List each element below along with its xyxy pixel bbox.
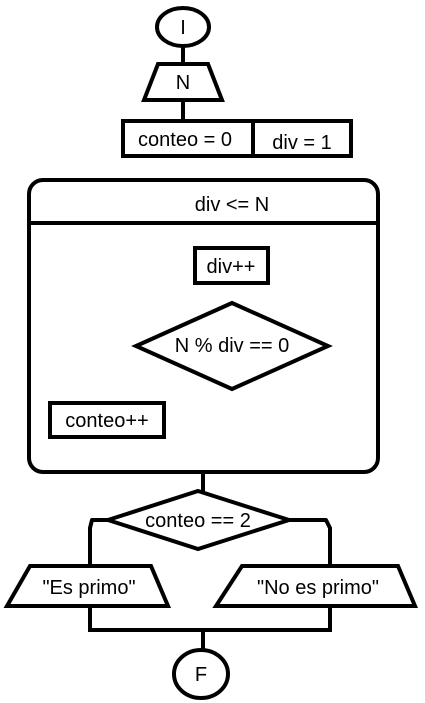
loop-condition-label: div <= N xyxy=(195,194,269,216)
final-decision: conteo == 2 xyxy=(101,488,296,552)
input-label: N xyxy=(176,72,190,94)
output-right-label: "No es primo" xyxy=(257,577,379,599)
init-conteo-label: conteo = 0 xyxy=(138,129,232,151)
increment-box: div++ xyxy=(193,246,270,285)
start-terminal: I xyxy=(155,6,211,48)
output-no-es-primo: "No es primo" xyxy=(212,564,419,608)
init-block: conteo = 0 div = 1 xyxy=(121,119,353,158)
final-decision-label: conteo == 2 xyxy=(145,510,251,532)
inner-decision-label: N % div == 0 xyxy=(175,335,290,357)
output-es-primo: "Es primo" xyxy=(3,564,172,608)
end-label: F xyxy=(195,664,207,686)
counter-box: conteo++ xyxy=(48,401,166,439)
counter-label: conteo++ xyxy=(65,410,148,432)
output-left-label: "Es primo" xyxy=(42,577,135,599)
init-div-label: div = 1 xyxy=(272,132,331,154)
increment-label: div++ xyxy=(207,256,256,278)
start-label: I xyxy=(180,17,186,39)
inner-decision: N % div == 0 xyxy=(131,300,333,392)
end-terminal: F xyxy=(172,648,230,700)
input-n: N xyxy=(141,62,225,102)
